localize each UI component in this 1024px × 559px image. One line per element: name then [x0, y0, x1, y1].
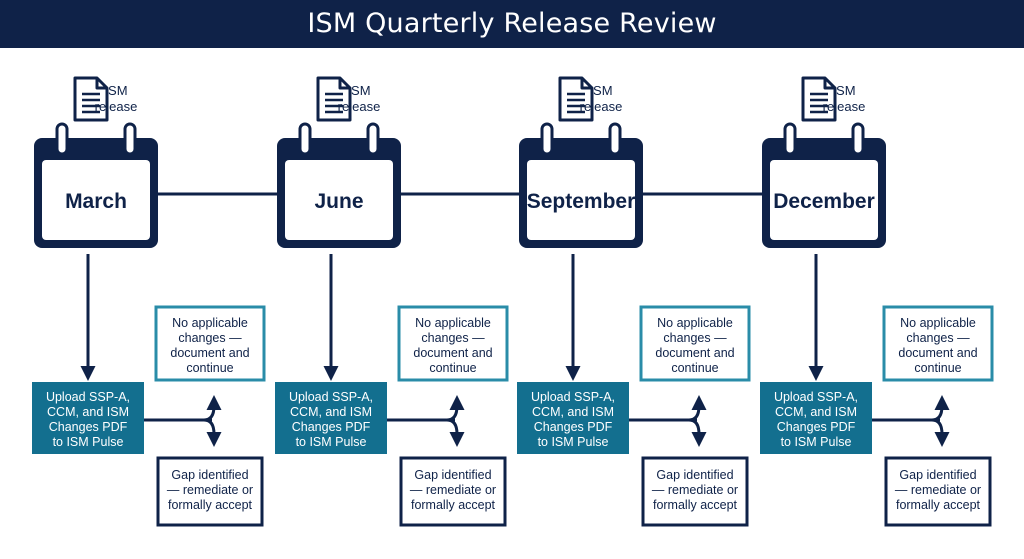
- gap-box: [884, 456, 992, 527]
- branch-arrow-up: [688, 395, 707, 422]
- document-icon: [558, 76, 594, 122]
- no-change-box: [639, 305, 751, 382]
- branch-arrow-down: [446, 418, 465, 447]
- gap-box: [641, 456, 749, 527]
- calendar-icon: [519, 122, 643, 248]
- calendar-icon: [34, 122, 158, 248]
- month-label: June: [314, 190, 363, 213]
- no-change-box: [397, 305, 509, 382]
- page-title: ISM Quarterly Release Review: [307, 8, 717, 39]
- branch-arrow-up: [931, 395, 950, 422]
- month-label: March: [65, 190, 127, 213]
- calendar-icon: [277, 122, 401, 248]
- upload-step-box: [760, 382, 872, 454]
- branch-arrow-up: [203, 395, 222, 422]
- branch-arrow-down: [931, 418, 950, 447]
- title-banner: ISM Quarterly Release Review: [0, 0, 1024, 48]
- document-icon: [73, 76, 109, 122]
- branch-arrow-up: [446, 395, 465, 422]
- month-label: September: [527, 190, 636, 213]
- upload-step-box: [517, 382, 629, 454]
- calendar-icon: [762, 122, 886, 248]
- gap-box: [399, 456, 507, 527]
- branch-arrow-down: [203, 418, 222, 447]
- document-icon: [316, 76, 352, 122]
- upload-step-box: [32, 382, 144, 454]
- document-icon: [801, 76, 837, 122]
- branch-arrow-down: [688, 418, 707, 447]
- gap-box: [156, 456, 264, 527]
- month-label: December: [773, 190, 875, 213]
- no-change-box: [154, 305, 266, 382]
- upload-step-box: [275, 382, 387, 454]
- no-change-box: [882, 305, 994, 382]
